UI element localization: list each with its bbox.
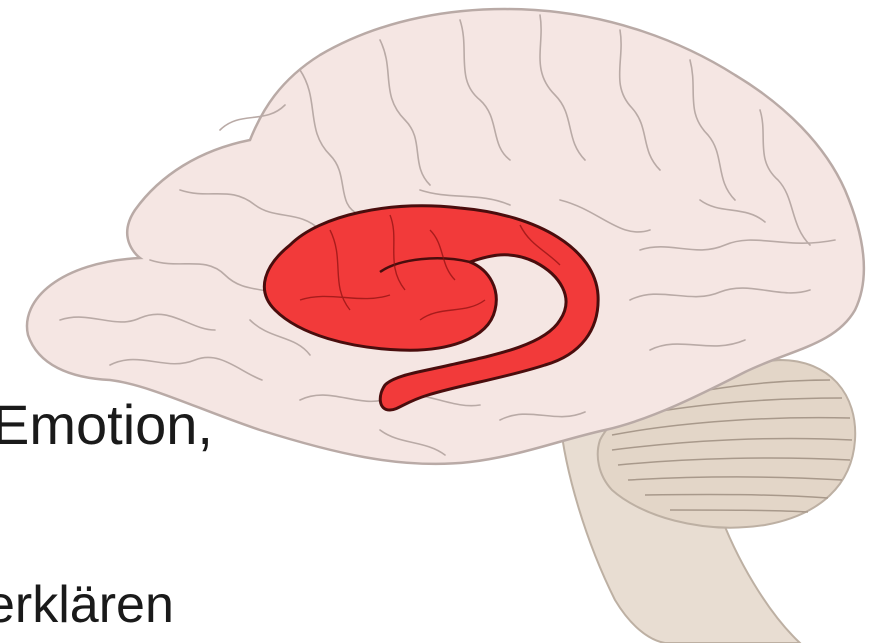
slide: Emotion, erklären [0,0,871,643]
brain-illustration [0,0,871,643]
